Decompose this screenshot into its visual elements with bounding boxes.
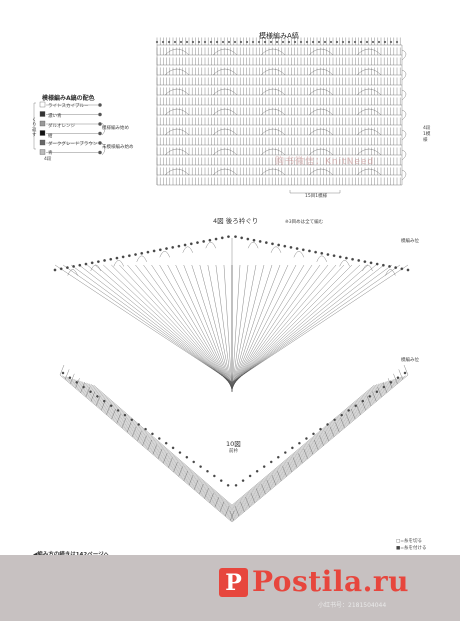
legend-right-label-2: 未模様編み始め xyxy=(102,145,134,150)
legend-cut-yarn: □=糸を切る xyxy=(396,539,423,544)
postila-brand[interactable]: Postila.ru xyxy=(252,565,409,598)
legend-right-label-1: 模様編み始め xyxy=(102,126,129,131)
color-legend: ライトスカイブルー 濃い青 ダルオレンジ 紺 ダークグレードブラウン 青 xyxy=(40,101,120,161)
figure10-start-label: 模編み位 xyxy=(401,358,419,363)
figure10-title: 10図 xyxy=(226,440,241,448)
legend-row-1: ライトスカイブルー xyxy=(48,104,89,109)
repeat-label: 15目1模様 xyxy=(305,194,328,199)
postila-logo-icon[interactable]: P xyxy=(219,568,248,597)
figure4-start-label: 模編み位 xyxy=(401,239,419,244)
legend-row-4: 紺 xyxy=(48,134,53,139)
figure10-subtitle: 前衿 xyxy=(229,449,238,454)
legend-row-5: ダークグレードブラウン xyxy=(48,142,98,147)
legend-side-label: くり返す xyxy=(32,118,37,138)
legend-row-6: 青 xyxy=(48,151,53,156)
legend-row-3: ダルオレンジ xyxy=(48,124,75,129)
legend-join-yarn: ■=糸を付ける xyxy=(396,546,427,551)
figure4-note: ※3目めは全て編む xyxy=(285,220,324,225)
section-a-title: 模様編みA縞 xyxy=(259,32,299,40)
color-legend-title: 模様編みA縞の配色 xyxy=(42,95,95,102)
watermark-text: 购书微信：KnitNeed xyxy=(275,157,375,167)
legend-row-2: 濃い青 xyxy=(48,114,62,119)
banner-subtag: 小红书号：2181504044 xyxy=(318,602,387,609)
right-repeat-label: 4段 1模様 xyxy=(423,126,431,143)
legend-bottom-label: 4段 xyxy=(44,157,52,162)
figure4-title: 4図 後ろ衿ぐり xyxy=(213,217,259,225)
